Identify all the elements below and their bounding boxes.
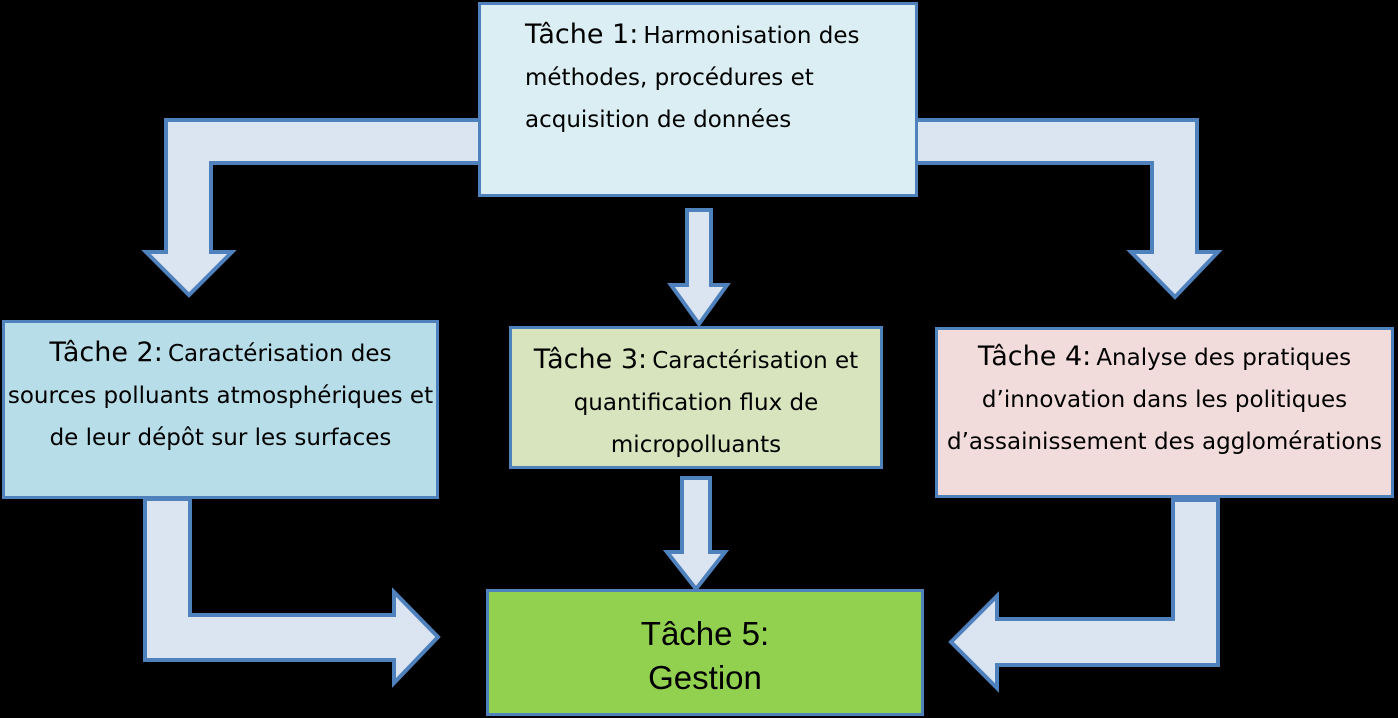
task1-title: Tâche 1:	[525, 19, 639, 50]
task4-title: Tâche 4:	[977, 341, 1092, 372]
task4-description: Analyse des pratiques d’innovation dans …	[947, 345, 1382, 455]
task2-title: Tâche 2:	[49, 337, 163, 368]
task3-box: Tâche 3: Caractérisation et quantificati…	[509, 326, 883, 469]
arrow-task1-to-task4	[880, 118, 1223, 300]
task2-description: Caractérisation des sources polluants at…	[7, 341, 434, 451]
task1-description: Harmonisation des méthodes, procédures e…	[525, 23, 860, 133]
task5-title: Tâche 5:	[640, 615, 770, 652]
task1-box: Tâche 1: Harmonisation des méthodes, pro…	[478, 2, 918, 197]
arrow-task2-to-task5	[143, 497, 441, 688]
arrow-task4-to-task5	[948, 498, 1220, 693]
task5-description: Gestion	[648, 659, 762, 696]
task5-box: Tâche 5: Gestion	[486, 589, 924, 716]
arrow-task1-to-task3	[667, 208, 731, 328]
task2-box: Tâche 2: Caractérisation des sources pol…	[2, 320, 439, 499]
task3-description: Caractérisation et quantification flux d…	[573, 348, 859, 458]
arrow-task1-to-task2	[141, 118, 489, 298]
task4-box: Tâche 4: Analyse des pratiques d’innovat…	[935, 327, 1394, 498]
arrow-task3-to-task5	[662, 476, 730, 593]
task3-title: Tâche 3:	[533, 344, 648, 375]
